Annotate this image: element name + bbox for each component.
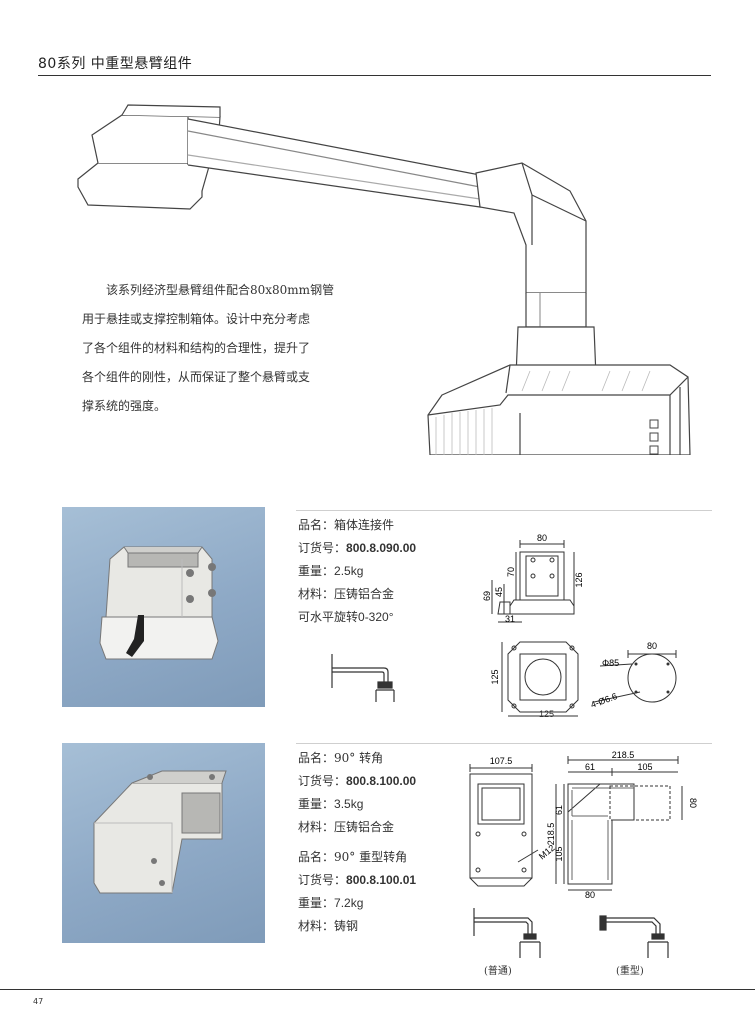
dim-label: 105: [637, 762, 652, 772]
product1-specs: 品名：箱体连接件 订货号：800.8.090.00 重量：2.5kg 材料：压铸…: [298, 514, 416, 629]
name-label: 品名：: [298, 751, 335, 765]
weight-label: 重量：: [298, 896, 335, 910]
dim-label: 80: [647, 641, 657, 651]
dim-label: 80: [688, 798, 698, 808]
header-divider: [38, 75, 711, 76]
name-label: 品名：: [298, 518, 335, 532]
product-photo-box-connector: [62, 507, 265, 707]
dim-label: 126: [574, 572, 584, 587]
material-label: 材料：: [298, 587, 335, 601]
box-connector-top-drawing: 125 80 Φ85 4-Ø6.6: [490, 641, 677, 717]
dim-label: Φ85: [602, 658, 619, 668]
material-value: 压铸铝合金: [334, 820, 395, 834]
corner-technical-drawing: 107.5 M12 218.5 61 105 80 218.5 61 105 8…: [469, 750, 698, 900]
dim-label: 4-Ø6.6: [589, 691, 618, 710]
section-divider: [296, 510, 712, 511]
weight-value: 3.5kg: [334, 797, 364, 811]
weight-value: 7.2kg: [334, 896, 364, 910]
order-label: 订货号：: [298, 541, 347, 555]
dim-label: 80: [537, 533, 547, 543]
product3-specs: 品名：90° 重型转角 订货号：800.8.100.01 重量：7.2kg 材料…: [298, 846, 416, 938]
product2-specs: 品名：90° 转角 订货号：800.8.100.00 重量：3.5kg 材料：压…: [298, 747, 416, 839]
intro-line: 了各个组件的材料和结构的合理性，提升了: [82, 341, 311, 355]
dim-label: 69: [482, 591, 492, 601]
arm-position-icon: [331, 654, 395, 702]
heavy-corner-icon: [599, 915, 669, 958]
weight-label: 重量：: [298, 564, 335, 578]
dim-label: 61: [554, 805, 564, 815]
material-label: 材料：: [298, 820, 335, 834]
order-number: 800.8.100.01: [346, 873, 417, 887]
material-value: 压铸铝合金: [334, 587, 395, 601]
dim-label: 218.5: [612, 750, 635, 760]
dim-label: 105: [554, 846, 564, 861]
page-number: 47: [33, 997, 44, 1006]
cantilever-arm-illustration: [77, 104, 691, 455]
dim-label: 45: [494, 587, 504, 597]
intro-paragraph: 该系列经济型悬臂组件配合80x80mm钢管 用于悬挂或支撑控制箱体。设计中充分考…: [82, 276, 362, 421]
rotation-value: 0-320°: [358, 610, 394, 624]
order-label: 订货号：: [298, 774, 347, 788]
intro-line: 各个组件的刚性，从而保证了整个悬臂或支: [82, 370, 311, 384]
dim-label: 61: [585, 762, 595, 772]
material-value: 铸钢: [334, 919, 359, 933]
name-label: 品名：: [298, 850, 335, 864]
dim-label: 218.5: [546, 823, 556, 846]
product-name: 箱体连接件: [334, 518, 395, 532]
weight-value: 2.5kg: [334, 564, 364, 578]
product-photo-90-corner: [62, 743, 265, 943]
dim-label: 107.5: [490, 756, 513, 766]
normal-corner-icon: [473, 908, 541, 958]
box-connector-side-drawing: 80 70 126 45 69 31: [482, 533, 584, 624]
product-name: 90° 重型转角: [334, 850, 408, 864]
footer-divider: [0, 989, 755, 990]
dim-label: 125: [490, 669, 500, 684]
material-label: 材料：: [298, 919, 335, 933]
order-number: 800.8.100.00: [346, 774, 417, 788]
intro-line: 该系列经济型悬臂组件配合80x80mm钢管: [106, 283, 335, 297]
dim-label: 80: [585, 890, 595, 900]
page-title: 80系列 中重型悬臂组件: [38, 56, 193, 72]
intro-line: 撑系统的强度。: [82, 399, 167, 413]
product-name: 90° 转角: [334, 751, 384, 765]
order-label: 订货号：: [298, 873, 347, 887]
caption-heavy: (重型): [616, 966, 644, 977]
dim-label: 70: [506, 567, 516, 577]
weight-label: 重量：: [298, 797, 335, 811]
section-divider: [296, 743, 712, 744]
dim-label: 125: [539, 709, 555, 719]
order-number: 800.8.090.00: [346, 541, 417, 555]
intro-line: 用于悬挂或支撑控制箱体。设计中充分考虑: [82, 312, 311, 326]
dim-label: 31: [505, 614, 515, 624]
rotation-text: 可水平旋转: [298, 610, 359, 624]
caption-normal: (普通): [484, 966, 512, 977]
